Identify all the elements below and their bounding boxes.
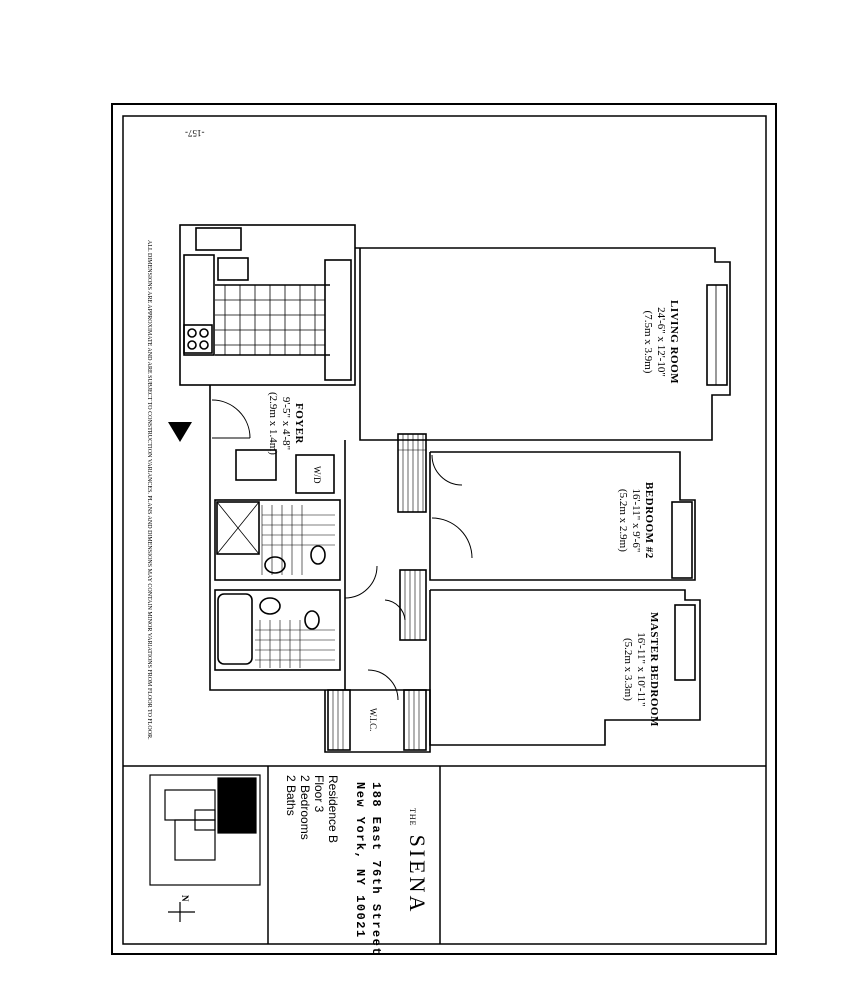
- master-bedroom-label: MASTER BEDROOM 16'-11" x 10'-11" (5.2m x…: [621, 612, 660, 727]
- living-room-dimensions: 24'-6" x 12'-10": [655, 307, 667, 377]
- disclaimer-text: ALL DIMENSIONS ARE APPROXIMATE AND ARE S…: [146, 240, 152, 740]
- building-logo-the: THE: [408, 808, 417, 827]
- bedroom-2-label: BEDROOM #2 16'-11" x 9'-6" (5.2m x 2.9m): [616, 482, 655, 559]
- address-line-1: 188 East 76th Street: [369, 782, 383, 957]
- building-logo: THE SIENA: [404, 808, 430, 914]
- north-arrow-icon: [168, 902, 195, 922]
- entry-arrow-icon: [168, 422, 192, 442]
- bedroom-2-dimensions: 16'-11" x 9'-6": [630, 488, 642, 553]
- living-room-label: LIVING ROOM 24'-6" x 12'-10" (7.5m x 3.9…: [641, 300, 680, 384]
- master-bedroom-name: MASTER BEDROOM: [648, 612, 660, 727]
- bedroom-2-metric: (5.2m x 2.9m): [617, 488, 629, 552]
- foyer-label: FOYER 9'-5" x 4'-8" (2.9m x 1.4m): [266, 392, 305, 455]
- inner-border: [122, 115, 767, 945]
- walk-in-closet-label: W.I.C.: [368, 708, 378, 732]
- foyer-name: FOYER: [293, 402, 305, 444]
- master-bedroom-metric: (5.2m x 3.3m): [622, 637, 634, 701]
- foyer-metric: (2.9m x 1.4m): [267, 392, 279, 455]
- building-logo-name: SIENA: [405, 834, 430, 915]
- master-bedroom-dimensions: 16'-11" x 10'-11": [635, 632, 647, 707]
- page-number: -157-: [185, 128, 205, 138]
- unit-info: Residence B Floor 3 2 Bedrooms 2 Baths: [284, 775, 340, 843]
- unit-bedrooms: 2 Bedrooms: [298, 775, 312, 840]
- unit-residence: Residence B: [326, 775, 340, 844]
- washer-dryer-label: W/D: [312, 466, 322, 484]
- address-line-2: New York, NY 10021: [353, 782, 367, 939]
- living-room-name: LIVING ROOM: [668, 300, 680, 385]
- bedroom-2-name: BEDROOM #2: [643, 482, 655, 559]
- outer-border: [111, 103, 777, 955]
- building-address: 188 East 76th Street New York, NY 10021: [352, 782, 384, 956]
- foyer-dimensions: 9'-5" x 4'-8": [280, 396, 292, 451]
- key-plan: [149, 774, 261, 886]
- unit-baths: 2 Baths: [284, 775, 298, 816]
- living-room-metric: (7.5m x 3.9m): [642, 310, 654, 374]
- unit-floor: Floor 3: [312, 775, 326, 813]
- floor-plan: [179, 224, 731, 753]
- north-label: N: [180, 895, 190, 902]
